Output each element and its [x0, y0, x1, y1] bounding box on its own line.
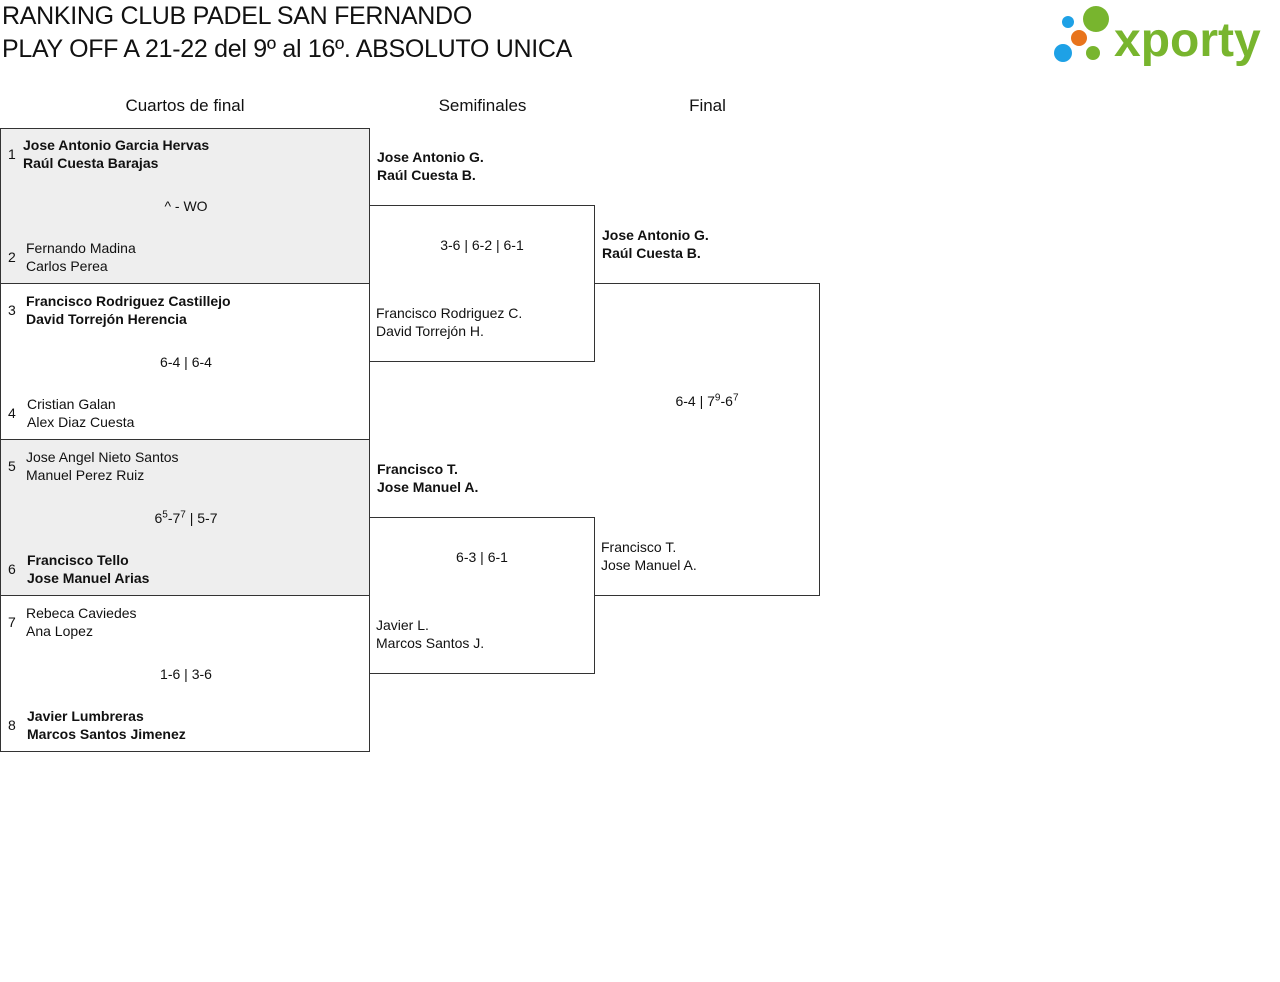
team-loser[interactable]: Cristian Galan Alex Diaz Cuesta [27, 395, 134, 431]
player-name: Marcos Santos J. [376, 635, 485, 651]
player-name: Francisco T. [377, 461, 458, 477]
player-name: Francisco Tello [27, 552, 129, 568]
player-name: Raúl Cuesta B. [602, 245, 701, 261]
player-name: Fernando Madina [26, 240, 136, 256]
player-name: Ana Lopez [26, 623, 93, 639]
match-score: ^ - WO [164, 198, 208, 214]
logo-text: xporty [1114, 14, 1261, 67]
quarterfinal-match-4[interactable]: 7 Rebeca Caviedes Ana Lopez 1-6 | 3-6 8 … [0, 595, 370, 752]
player-name: Rebeca Caviedes [26, 605, 137, 621]
match-score: 3-6 | 6-2 | 6-1 [440, 237, 524, 253]
player-name: Javier Lumbreras [27, 708, 144, 724]
quarterfinal-match-1[interactable]: 1 Jose Antonio Garcia Hervas Raúl Cuesta… [0, 128, 370, 284]
player-name: Francisco Rodriguez Castillejo [26, 293, 231, 309]
semifinal-1-team-winner[interactable]: Jose Antonio G. Raúl Cuesta B. [377, 148, 484, 184]
seed-number: 6 [8, 561, 16, 577]
team-loser[interactable]: Rebeca Caviedes Ana Lopez [26, 604, 137, 640]
final-team-winner[interactable]: Jose Antonio G. Raúl Cuesta B. [602, 226, 709, 262]
team-loser[interactable]: Francisco Rodriguez C. David Torrejón H. [376, 304, 522, 340]
seed-number: 7 [8, 614, 16, 630]
player-name: Francisco T. [601, 539, 677, 555]
final-match[interactable]: 6-4 | 79-67 Francisco T. Jose Manuel A. [594, 283, 820, 596]
seed-number: 1 [8, 146, 16, 162]
logo-dot-green [1083, 6, 1109, 32]
match-score: 65-77 | 5-7 [154, 509, 218, 526]
player-name: Manuel Perez Ruiz [26, 467, 145, 483]
player-name: David Torrejón H. [376, 323, 484, 339]
team-winner[interactable]: Javier Lumbreras Marcos Santos Jimenez [27, 707, 186, 743]
seed-number: 4 [8, 405, 16, 421]
semifinal-2-team-winner[interactable]: Francisco T. Jose Manuel A. [377, 460, 478, 496]
player-name: Jose Antonio Garcia Hervas [23, 137, 210, 153]
logo-dot-blue-small [1062, 16, 1074, 28]
logo-dot-green-small [1086, 46, 1100, 60]
team-winner[interactable]: Jose Antonio Garcia Hervas Raúl Cuesta B… [23, 136, 209, 172]
seed-number: 3 [8, 302, 16, 318]
player-name: Jose Manuel A. [377, 479, 479, 495]
player-name: Cristian Galan [27, 396, 116, 412]
match-score: 6-4 | 79-67 [675, 392, 739, 409]
player-name: Alex Diaz Cuesta [27, 414, 135, 430]
player-name: Carlos Perea [26, 258, 108, 274]
player-name: Jose Antonio G. [602, 227, 709, 243]
seed-number: 2 [8, 249, 16, 265]
round-header-quarterfinals: Cuartos de final [125, 96, 245, 115]
player-name: Jose Angel Nieto Santos [26, 449, 179, 465]
xporty-logo[interactable]: xporty [1050, 4, 1278, 68]
round-header-final: Final [689, 96, 726, 115]
team-loser[interactable]: Jose Angel Nieto Santos Manuel Perez Rui… [26, 448, 179, 484]
team-loser[interactable]: Francisco T. Jose Manuel A. [601, 538, 697, 574]
xporty-logo-mark: xporty [1054, 6, 1261, 67]
quarterfinal-match-3[interactable]: 5 Jose Angel Nieto Santos Manuel Perez R… [0, 439, 370, 596]
semifinal-match-1[interactable]: 3-6 | 6-2 | 6-1 Francisco Rodriguez C. D… [369, 205, 595, 362]
match-score: 6-3 | 6-1 [456, 549, 508, 565]
match-score: 6-4 | 6-4 [160, 354, 212, 370]
team-winner[interactable]: Francisco Rodriguez Castillejo David Tor… [26, 292, 231, 328]
player-name: Francisco Rodriguez C. [376, 305, 523, 321]
player-name: Marcos Santos Jimenez [27, 726, 186, 742]
semifinal-match-2[interactable]: 6-3 | 6-1 Javier L. Marcos Santos J. [369, 517, 595, 674]
player-name: Javier L. [376, 617, 429, 633]
player-name: Jose Manuel A. [601, 557, 697, 573]
team-loser[interactable]: Fernando Madina Carlos Perea [26, 239, 136, 275]
player-name: Raúl Cuesta B. [377, 167, 476, 183]
round-header-semifinals: Semifinales [438, 96, 527, 115]
seed-number: 8 [8, 717, 16, 733]
team-loser[interactable]: Javier L. Marcos Santos J. [376, 616, 484, 652]
logo-dot-blue [1054, 44, 1072, 62]
seed-number: 5 [8, 458, 16, 474]
player-name: David Torrejón Herencia [26, 311, 187, 327]
player-name: Raúl Cuesta Barajas [23, 155, 159, 171]
quarterfinal-match-2[interactable]: 3 Francisco Rodriguez Castillejo David T… [0, 283, 370, 440]
player-name: Jose Antonio G. [377, 149, 484, 165]
page-subtitle: PLAY OFF A 21-22 del 9º al 16º. ABSOLUTO… [2, 35, 573, 63]
logo-dot-orange [1071, 30, 1087, 46]
match-score: 1-6 | 3-6 [160, 666, 212, 682]
player-name: Jose Manuel Arias [27, 570, 150, 586]
page-title: RANKING CLUB PADEL SAN FERNANDO [2, 2, 472, 30]
team-winner[interactable]: Francisco Tello Jose Manuel Arias [27, 551, 149, 587]
